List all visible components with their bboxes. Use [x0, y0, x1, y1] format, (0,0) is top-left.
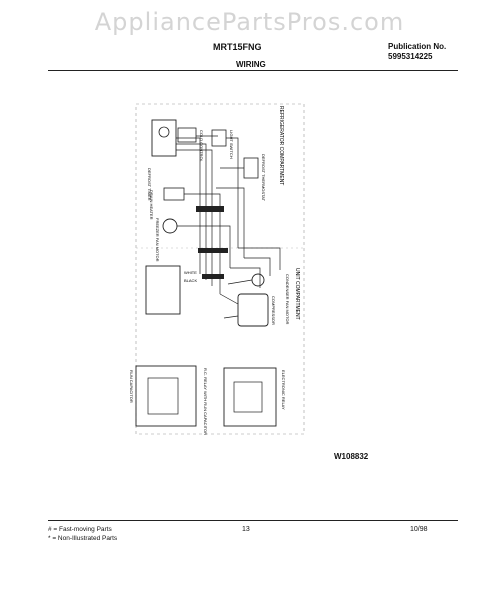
electronic-relay-label: ELECTRONIC RELAY: [281, 370, 286, 410]
defrost-timer-dial: [158, 126, 170, 138]
figure-id: W108832: [334, 452, 369, 461]
condenser-fan-motor: [251, 273, 265, 287]
diagram-frame: [135, 103, 305, 435]
compressor-box: [237, 293, 269, 327]
compressor-label: COMPRESSOR: [271, 296, 276, 325]
relay-box-right: [223, 367, 277, 427]
relay-box-left: [135, 365, 197, 427]
publication-label: Publication No.: [388, 42, 447, 51]
publication-number: 5995314225: [388, 52, 433, 61]
header-divider: [48, 70, 458, 71]
legend-fast-moving: # = Fast-moving Parts: [48, 526, 112, 533]
model-number: MRT15FNG: [213, 42, 262, 52]
black-wire-label: BLACK: [184, 278, 197, 283]
cold-control-label: COLD CONTROL: [199, 130, 204, 163]
freezer-fan-motor-label: FREEZER FAN MOTOR: [155, 218, 160, 262]
defrost-timer-label: DEFROST TIMER: [147, 168, 152, 201]
defrost-timer-box: [151, 119, 177, 157]
service-cord-box: [145, 265, 181, 315]
defrost-thermostat-box: [243, 157, 259, 179]
freezer-fan-motor: [162, 218, 178, 234]
capacitor-note: R.C. RELAY WITH RUN CAPACITOR: [203, 368, 208, 435]
light-switch-box: [211, 129, 227, 147]
revision-date: 10/98: [410, 526, 428, 533]
white-wire-label: WHITE: [184, 270, 197, 275]
run-capacitor-label: RUN CAPACITOR: [129, 370, 134, 403]
cold-control-box: [177, 127, 197, 143]
drain-heater-box: [163, 187, 185, 201]
watermark: AppliancePartsPros.com: [94, 8, 405, 36]
light-switch-label: LIGHT SWITCH: [229, 130, 234, 159]
defrost-thermostat-label: DEFROST THERMOSTAT: [261, 154, 266, 202]
unit-compartment-label: UNIT COMPARTMENT: [294, 268, 300, 320]
relay-inner-left: [147, 377, 179, 415]
unit-wires: [219, 279, 253, 319]
refrigerator-compartment-label: REFRIGERATOR COMPARTMENT: [278, 106, 284, 185]
legend-non-illustrated: * = Non-Illustrated Parts: [48, 535, 118, 542]
page-number: 13: [242, 526, 250, 533]
footer-divider: [48, 520, 458, 521]
condenser-fan-motor-label: CONDENSER FAN MOTOR: [285, 274, 290, 324]
wire-connectors: [196, 206, 228, 279]
drain-heater-label: DRAIN HEATER: [149, 190, 154, 220]
relay-inner-right: [233, 381, 263, 413]
section-title: WIRING: [236, 60, 266, 69]
wiring-diagram: DEFROST TIMER COLD CONTROL LIGHT SWITCH …: [129, 103, 305, 435]
